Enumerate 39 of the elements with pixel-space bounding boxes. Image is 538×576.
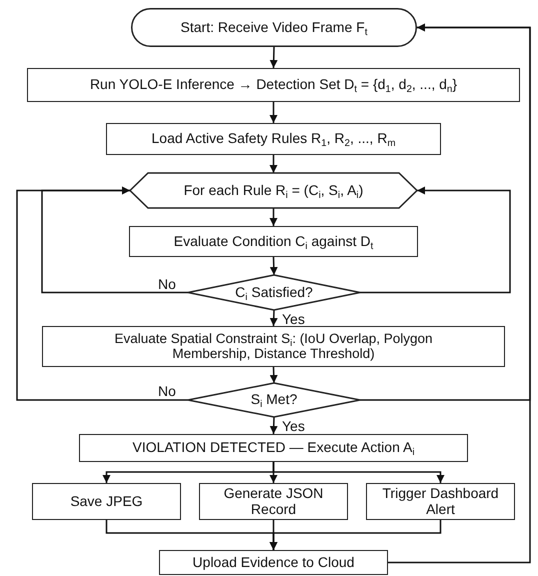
arrow: [270, 366, 278, 384]
edge-label: Yes: [281, 419, 306, 433]
arrow: [270, 310, 278, 326]
node-label: Start: Receive Video Frame F$_{t}$: [180, 20, 368, 36]
node-label: Trigger Dashboard Alert: [381, 486, 500, 517]
arrow: [360, 186, 511, 294]
arrow: [388, 24, 531, 564]
arrow: [270, 416, 278, 434]
arrow: [270, 256, 278, 276]
arrow: [270, 155, 278, 173]
node-label: Save JPEG: [69, 494, 144, 510]
arrow: [270, 520, 442, 550]
process-box: [32, 483, 181, 520]
process-box: [27, 68, 520, 102]
process-box: [106, 123, 441, 155]
edge-label: No: [157, 384, 177, 398]
process-box: [199, 483, 348, 520]
node-label: Evaluate Condition C$_{i}$ against D$_{t}$: [172, 234, 374, 250]
process-box: [42, 326, 505, 367]
process-box: [129, 226, 418, 257]
arrow: [272, 462, 444, 483]
arrow: [270, 46, 278, 68]
arrow: [16, 186, 188, 401]
process-box: [366, 483, 515, 520]
node-label: VIOLATION DETECTED — Execute Action A$_{i}$: [131, 440, 416, 456]
arrow: [270, 208, 278, 226]
node-label: S$_{i}$ Met?: [250, 392, 298, 408]
node-label: Load Active Safety Rules R$_{1}$, R$_{2}$, ..., R$_{m}$: [150, 131, 396, 147]
process-box: [159, 550, 388, 575]
node-label: Evaluate Spatial Constraint S$_{i}$: (IoU Overlap, Polygon Membership, Distance Threshold): [113, 332, 434, 362]
process-box: [79, 434, 468, 462]
node-label: Upload Evidence to Cloud: [192, 554, 356, 570]
node-label: C$_{i}$ Satisfied?: [234, 284, 314, 300]
edge-label: No: [157, 277, 177, 291]
edge-label: Yes: [281, 312, 306, 326]
node-label: Run YOLO-E Inference → Detection Set D$_{t}$ = {d$_{1}$, d$_{2}$, ..., d$_{n}$}: [88, 77, 458, 93]
node-label: Generate JSON Record: [222, 486, 324, 517]
arrow: [270, 102, 278, 123]
node-label: For each Rule R$_{i}$ = (C$_{i}$, S$_{i}$, A$_{i}$): [182, 182, 364, 198]
